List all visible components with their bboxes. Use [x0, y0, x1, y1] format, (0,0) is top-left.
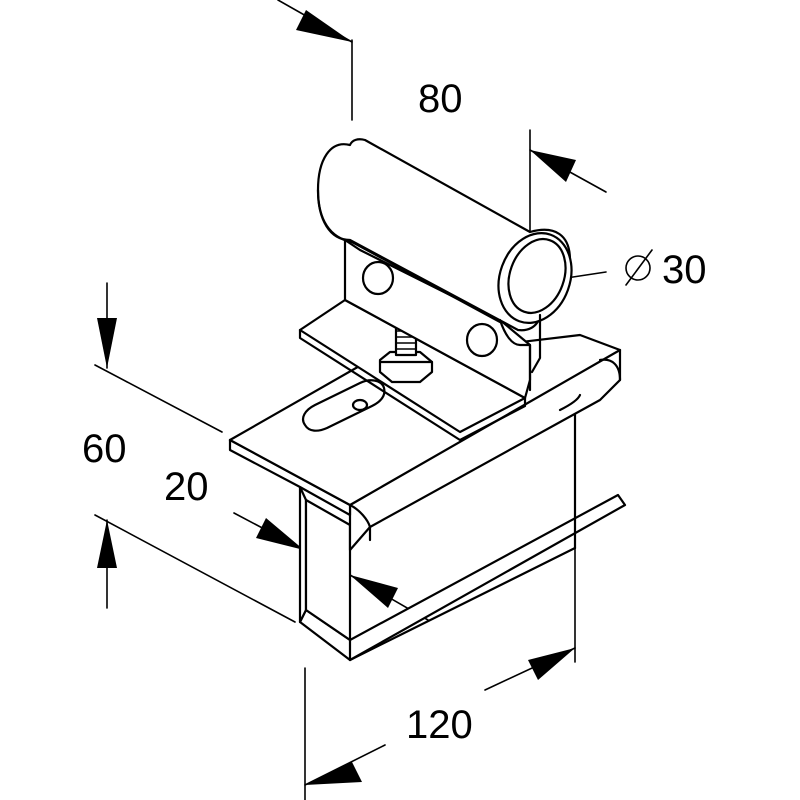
arrow-60-bottom	[97, 520, 117, 568]
rivet-right	[465, 322, 499, 358]
dimension-diameter-30-label: 30	[662, 248, 707, 292]
arrow-20-right	[350, 575, 398, 608]
arrow-80-right	[530, 150, 576, 182]
slot-hole	[301, 379, 386, 432]
rivet-left	[361, 260, 395, 296]
arrow-80-left	[296, 10, 352, 42]
dimension-60-arrows	[97, 282, 117, 609]
dimension-60-label: 60	[82, 427, 127, 471]
dimension-80-label: 80	[418, 77, 463, 121]
arrow-120-right	[528, 648, 575, 680]
dimension-80-leaders	[277, 0, 607, 193]
dimension-120-label: 120	[406, 703, 473, 747]
extension-lines	[94, 39, 607, 800]
diameter-symbol	[625, 249, 653, 286]
dimension-120-arrows	[304, 647, 576, 786]
dimension-20-label: 20	[164, 465, 209, 509]
arrow-120-left	[305, 762, 362, 785]
tube-clamp	[316, 138, 573, 400]
arrow-20-left	[256, 518, 304, 550]
arrow-60-top	[97, 318, 117, 368]
